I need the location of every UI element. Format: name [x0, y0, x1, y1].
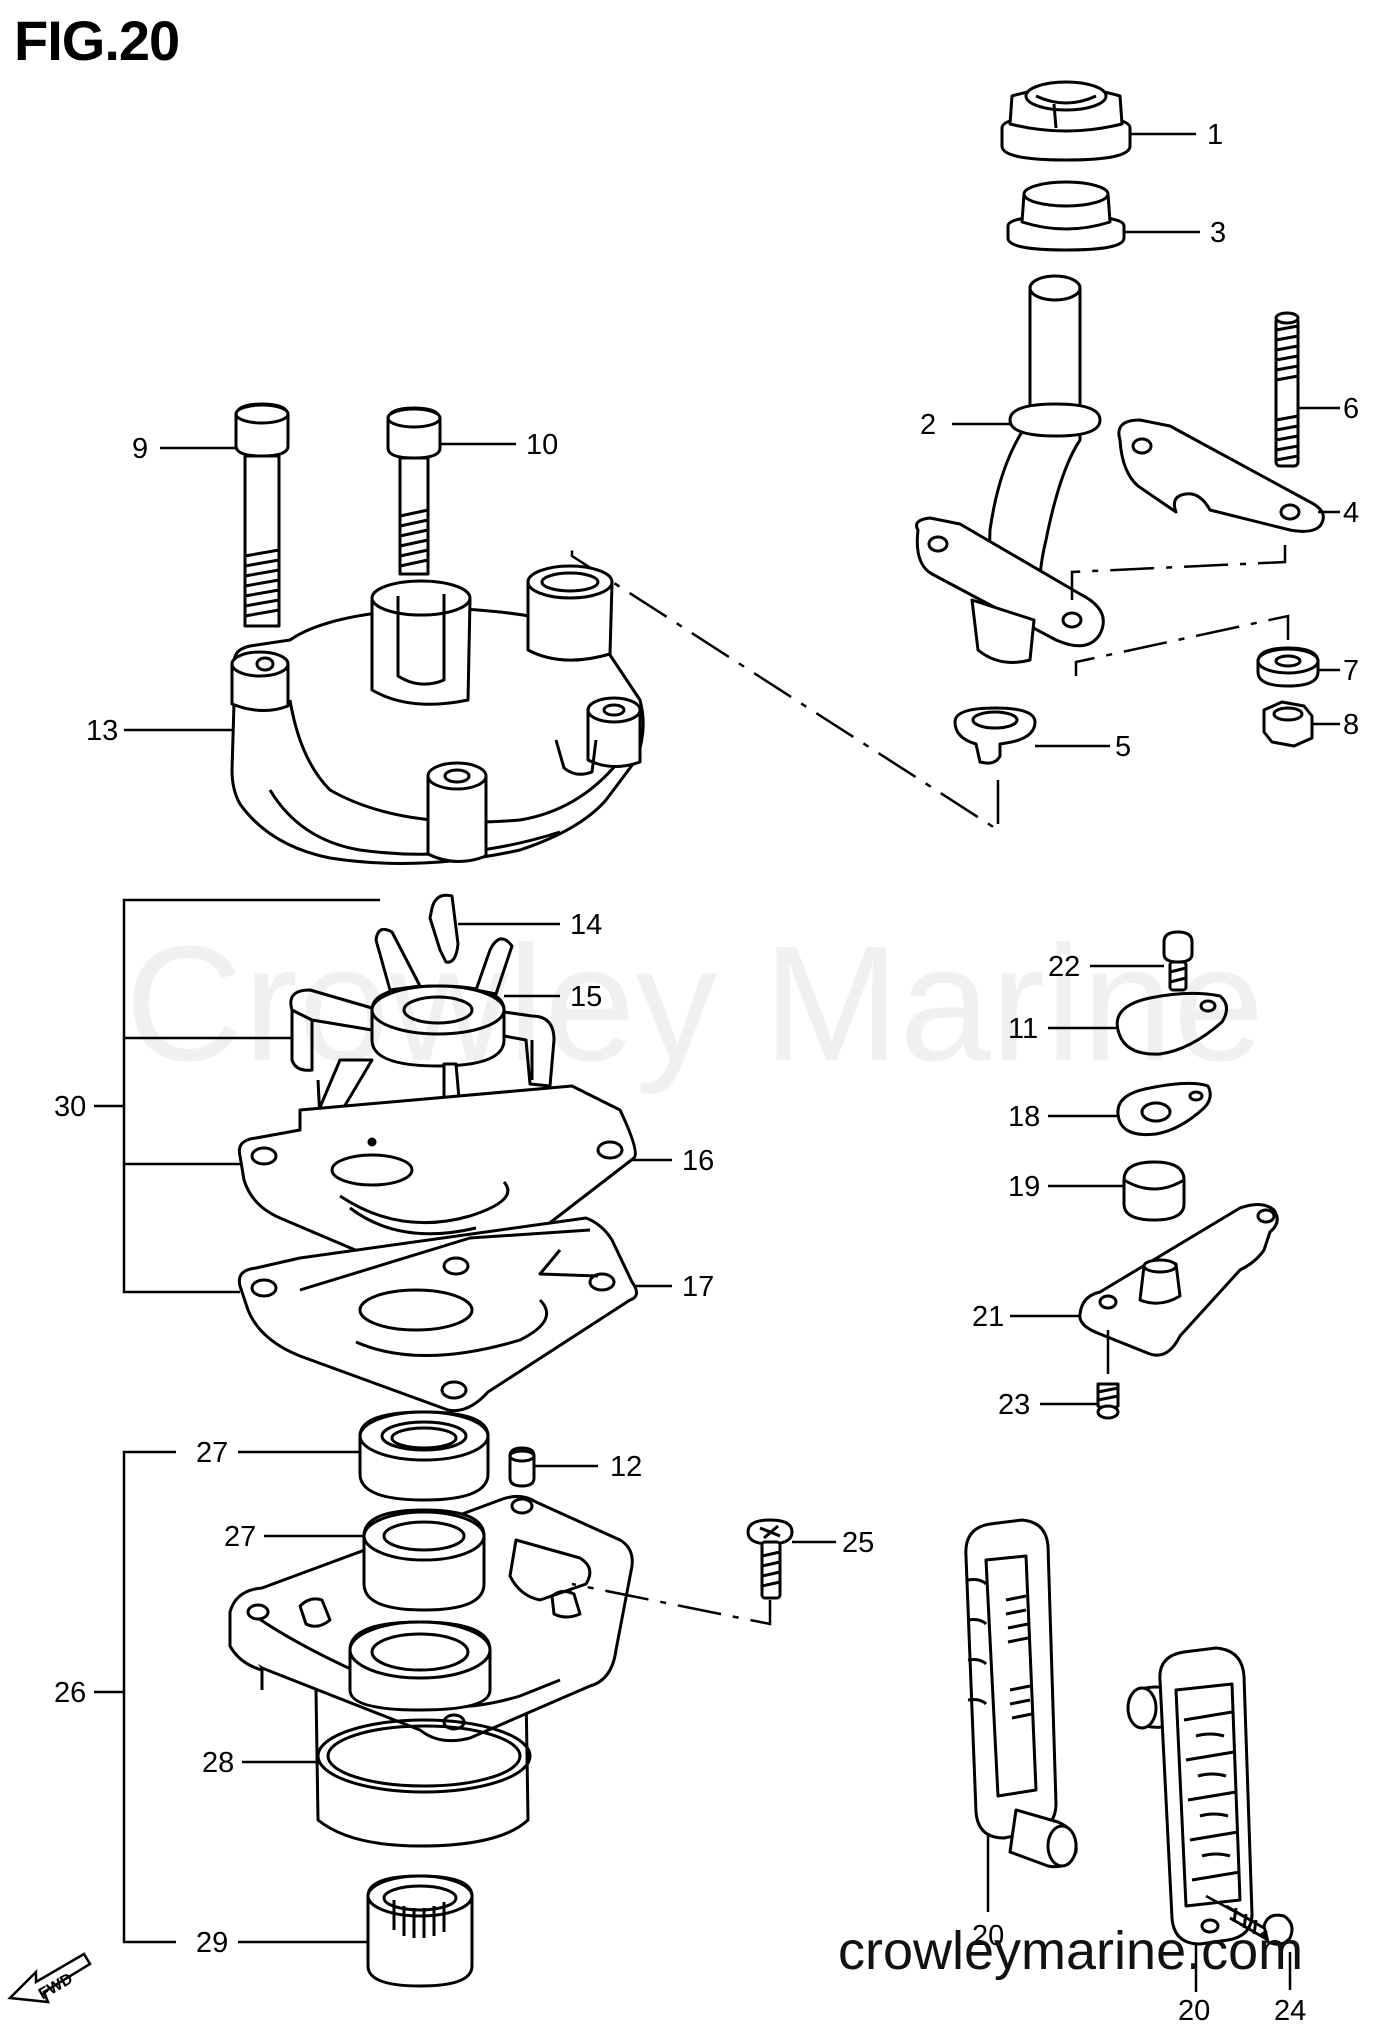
- part-1-grommet[interactable]: [1000, 80, 1132, 162]
- callout-6: 6: [1343, 393, 1359, 425]
- callout-11: 11: [1008, 1013, 1038, 1045]
- part-22-bolt[interactable]: [1162, 930, 1194, 992]
- guide-24-to-20: [1205, 1894, 1251, 1922]
- part-17-gasket[interactable]: [237, 1216, 638, 1413]
- callout-27a: 27: [196, 1437, 228, 1469]
- callout-1: 1: [1207, 119, 1223, 151]
- callout-20b: 20: [1178, 1995, 1210, 2025]
- part-14-key[interactable]: [428, 893, 460, 964]
- part-11-cover[interactable]: [1115, 991, 1228, 1056]
- part-8-nut[interactable]: [1262, 700, 1314, 748]
- callout-17: 17: [682, 1271, 714, 1303]
- part-3-grommet[interactable]: [1006, 180, 1126, 252]
- callout-23: 23: [998, 1389, 1030, 1421]
- website-url: crowleymarine.com: [838, 1921, 1304, 1981]
- part-2-water-tube[interactable]: [915, 274, 1105, 664]
- figure-title: FIG.20: [14, 9, 180, 72]
- callout-3: 3: [1210, 217, 1226, 249]
- part-4-plate[interactable]: [1117, 418, 1325, 533]
- callout-9: 9: [132, 433, 148, 465]
- part-27-oil-seal-upper[interactable]: [358, 1410, 490, 1502]
- callout-26: 26: [54, 1677, 86, 1709]
- part-6-stud-bolt[interactable]: [1274, 311, 1300, 468]
- part-12-dowel-pin[interactable]: [508, 1446, 536, 1488]
- callout-18: 18: [1008, 1101, 1040, 1133]
- callout-24: 24: [1274, 1995, 1306, 2025]
- callout-10: 10: [526, 429, 558, 461]
- callout-19: 19: [1008, 1171, 1040, 1203]
- callout-5: 5: [1115, 731, 1131, 763]
- guide-5-to-13: [570, 550, 1000, 833]
- callout-25: 25: [842, 1527, 874, 1559]
- part-26-pump-lower-case[interactable]: [228, 1495, 634, 1848]
- part-23-screw[interactable]: [1096, 1382, 1120, 1420]
- part-27-oil-seal-lower[interactable]: [362, 1508, 486, 1612]
- callout-12: 12: [610, 1451, 642, 1483]
- part-7-washer[interactable]: [1256, 646, 1320, 688]
- guide-4-to-2: [1070, 545, 1287, 600]
- callout-27b: 27: [224, 1521, 256, 1553]
- callout-22: 22: [1048, 951, 1080, 983]
- fwd-arrow-icon: FWD: [7, 1952, 92, 2004]
- part-25-screw[interactable]: [746, 1518, 794, 1600]
- part-24-tapping-screw[interactable]: [1225, 1904, 1294, 1946]
- part-20-anode-right[interactable]: [1126, 1646, 1254, 1946]
- part-29-needle-bearing[interactable]: [366, 1874, 474, 1988]
- part-10-bolt[interactable]: [386, 406, 442, 576]
- part-20-anode-left[interactable]: [964, 1518, 1078, 1869]
- part-9-bolt[interactable]: [234, 402, 290, 628]
- part-15-impeller[interactable]: [289, 927, 556, 1152]
- guide-25-to-26: [571, 1582, 772, 1626]
- callout-29: 29: [196, 1927, 228, 1959]
- guide-7-to-2: [1074, 614, 1290, 676]
- callout-28: 28: [202, 1747, 234, 1779]
- callout-2: 2: [920, 409, 936, 441]
- part-13-pump-case[interactable]: [230, 564, 645, 865]
- watermark: Crowley Marine: [125, 912, 1265, 1095]
- callout-21: 21: [972, 1301, 1004, 1333]
- callout-30: 30: [54, 1091, 86, 1123]
- callout-7: 7: [1343, 655, 1359, 687]
- part-19-cap[interactable]: [1122, 1160, 1186, 1222]
- part-28-o-ring[interactable]: [316, 1718, 532, 1794]
- callout-13: 13: [86, 715, 118, 747]
- callout-8: 8: [1343, 709, 1359, 741]
- callout-15: 15: [570, 981, 602, 1013]
- bracket-30: [122, 898, 380, 1294]
- callout-20a: 20: [972, 1920, 1004, 1952]
- callout-14: 14: [570, 909, 602, 941]
- bracket-26: [122, 1450, 176, 1944]
- callout-16: 16: [682, 1145, 714, 1177]
- part-21-bracket[interactable]: [1078, 1203, 1279, 1357]
- callout-4: 4: [1343, 497, 1359, 529]
- part-18-gasket[interactable]: [1116, 1081, 1212, 1137]
- part-5-grommet[interactable]: [953, 706, 1037, 765]
